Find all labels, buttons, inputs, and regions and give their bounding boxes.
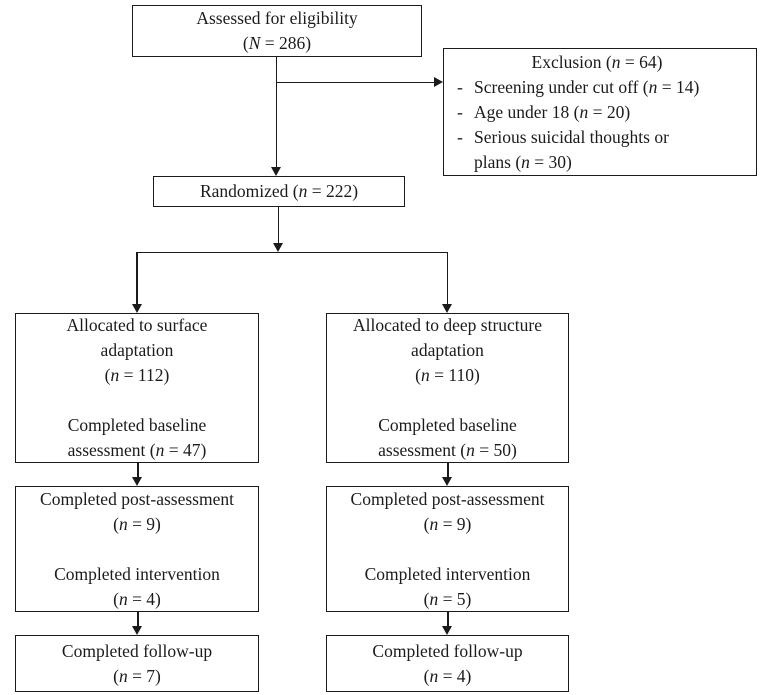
exclusion-title: Exclusion (n = 64) [531, 52, 663, 72]
connector-split-right [446, 251, 448, 305]
text-line: (n = 5) [423, 588, 472, 609]
text-line: Serious suicidal thoughts or [474, 127, 669, 147]
connector-surface-followup [137, 612, 139, 626]
text-line: Screening under cut off (n = 14) [474, 77, 700, 97]
text-line: adaptation [411, 340, 484, 360]
text-line: Age under 18 (n = 20) [474, 102, 631, 122]
box-followup-surface: Completed follow-up (n = 7) [15, 635, 259, 692]
text-line: Completed follow-up [372, 640, 523, 661]
arrowhead-right-exclusion [434, 76, 443, 87]
bullet-dash: - [457, 77, 463, 97]
text-line: Allocated to surface [66, 315, 208, 335]
exclusion-item-text: Serious suicidal thoughts or plans (n = 3… [474, 125, 750, 175]
bullet-dash: - [457, 102, 463, 122]
text-line: Assessed for eligibility [196, 8, 358, 28]
connector-exclusion-branch [276, 81, 434, 83]
text-line: assessment (n = 50) [378, 440, 517, 460]
exclusion-item: -Screening under cut off (n = 14) [444, 75, 750, 100]
text-line: Completed intervention [364, 563, 531, 584]
box-post-surface: Completed post-assessment (n = 9) Complet… [15, 486, 259, 612]
box-randomized: Randomized (n = 222) [153, 176, 405, 207]
text-line: (N = 286) [242, 33, 312, 53]
connector-deep-followup [447, 612, 449, 626]
box-exclusion: Exclusion (n = 64) -Screening under cut … [443, 48, 757, 176]
text-line: Completed intervention [54, 563, 220, 584]
text-line: (n = 9) [423, 513, 472, 534]
text-line: (n = 4) [423, 665, 472, 686]
exclusion-item: -Serious suicidal thoughts or plans (n = … [444, 125, 750, 175]
text-line: (n = 7) [113, 665, 161, 686]
connector-split-left [136, 251, 138, 305]
box-followup-deep: Completed follow-up (n = 4) [326, 635, 569, 692]
arrowhead-down-allocated-deep [442, 304, 452, 313]
connector-surface-post [137, 463, 139, 477]
text-line: Completed follow-up [61, 640, 213, 661]
text-line [327, 388, 568, 413]
text-line: Completed post-assessment [350, 488, 545, 509]
connector-randomized-split [277, 207, 279, 243]
box-assessed-eligibility: Assessed for eligibility (N = 286) [132, 5, 422, 57]
bullet-dash: - [457, 127, 463, 147]
text-line [16, 388, 258, 413]
exclusion-list: -Screening under cut off (n = 14)-Age un… [444, 75, 750, 175]
text-line: Completed baseline [67, 415, 207, 435]
box-post-deep: Completed post-assessment (n = 9) Complet… [326, 486, 569, 612]
text-line [327, 537, 568, 562]
text-line: plans (n = 30) [474, 152, 572, 172]
text-line: adaptation [100, 340, 174, 360]
arrowhead-down-followup-surface [132, 626, 142, 635]
text-line: Completed baseline [378, 415, 517, 435]
arrowhead-down-allocated-surface [131, 304, 142, 313]
exclusion-item-text: Age under 18 (n = 20) [474, 100, 750, 125]
arrowhead-down-followup-deep [442, 626, 452, 635]
exclusion-item-text: Screening under cut off (n = 14) [474, 75, 750, 100]
text-line: (n = 4) [113, 588, 161, 609]
text-line: Completed post-assessment [40, 488, 234, 509]
text-line [16, 537, 258, 562]
text-line: Allocated to deep structure [352, 315, 543, 335]
text-line: (n = 9) [113, 513, 161, 534]
connector-deep-post [447, 463, 449, 477]
text-line: (n = 110) [415, 365, 480, 385]
text-line: assessment (n = 47) [67, 440, 207, 460]
arrowhead-down-randomized [270, 167, 281, 176]
arrowhead-down-post-surface [132, 477, 142, 486]
connector-split-horizontal [136, 251, 448, 253]
connector-eligibility-randomized [275, 57, 277, 167]
arrowhead-down-post-deep [442, 477, 452, 486]
arrowhead-down-split [272, 243, 283, 252]
text-line: (n = 112) [104, 365, 170, 385]
exclusion-item: -Age under 18 (n = 20) [444, 100, 750, 125]
text-line: Randomized (n = 222) [199, 181, 359, 201]
box-allocated-deep: Allocated to deep structure adaptation (n … [326, 313, 569, 463]
